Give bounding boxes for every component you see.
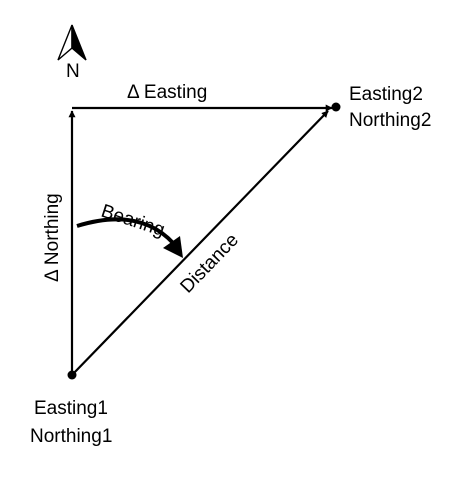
distance-arrow (71, 110, 329, 376)
point2-northing-label: Northing2 (349, 110, 431, 131)
point1-northing-label: Northing1 (30, 426, 112, 447)
point2-easting-label: Easting2 (349, 84, 423, 105)
point1-marker (67, 370, 77, 380)
point2-marker (331, 102, 341, 112)
north-label: N (66, 61, 80, 82)
point1-easting-label: Easting1 (34, 398, 108, 419)
bearing-arrowhead (163, 236, 183, 258)
bearing-label: Bearing (98, 201, 167, 241)
delta-northing-label: Δ Northing (42, 193, 63, 282)
bearing-arc (76, 217, 181, 252)
distance-label: Distance (176, 230, 242, 298)
north-arrow-icon (57, 24, 87, 61)
delta-easting-label: Δ Easting (127, 82, 207, 103)
